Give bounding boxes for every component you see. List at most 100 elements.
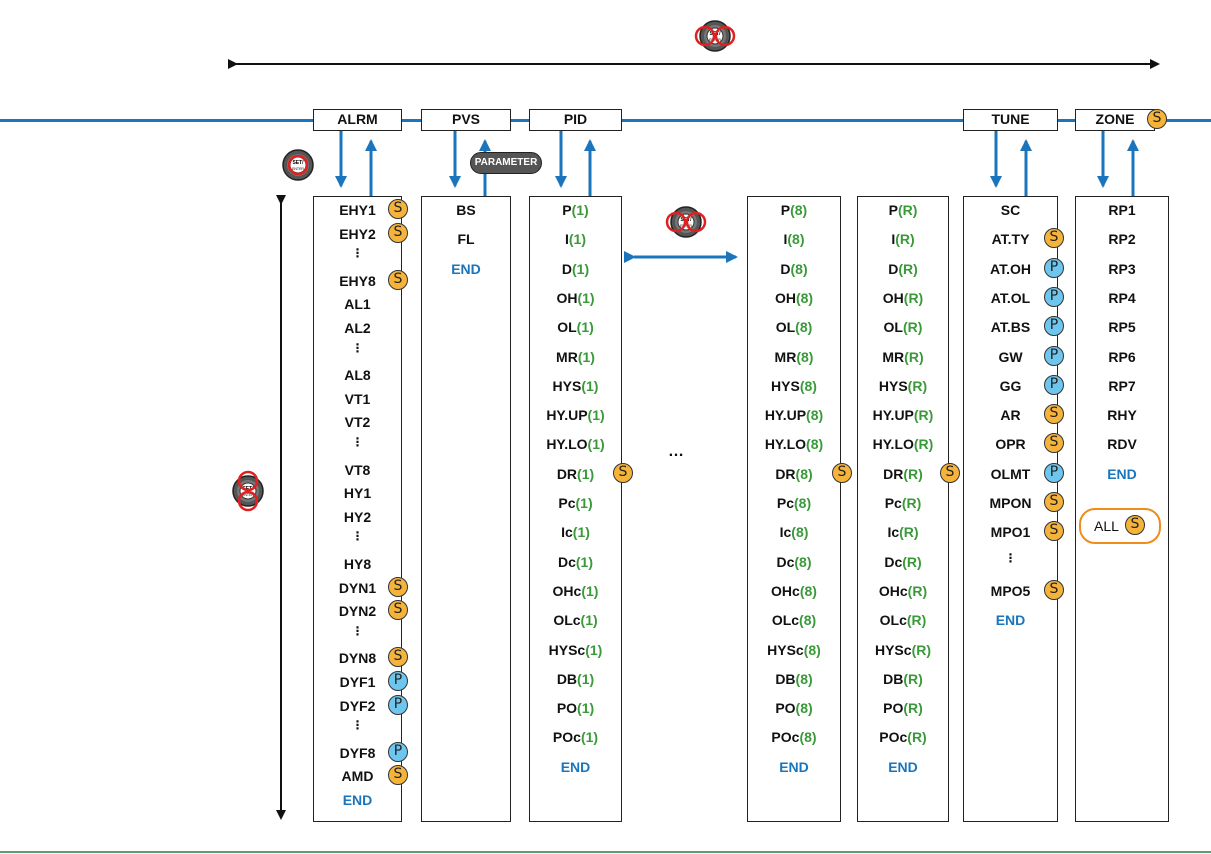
pid8-item[interactable]: HYSc(8) bbox=[748, 641, 840, 659]
pidr-item[interactable]: POc(R) bbox=[858, 728, 948, 746]
tune-item[interactable]: AT.BS bbox=[990, 319, 1031, 336]
header-alrm[interactable]: ALRM bbox=[313, 109, 402, 131]
pid1-item[interactable]: MR(1) bbox=[530, 348, 621, 366]
zone-item[interactable]: END bbox=[1107, 465, 1137, 482]
pidr-item[interactable]: HYSc(R) bbox=[858, 641, 948, 659]
pid1-item[interactable]: OHc(1) bbox=[530, 582, 621, 600]
alrm-item[interactable]: AL8 bbox=[344, 367, 371, 384]
zone-item[interactable]: RP5 bbox=[1108, 319, 1136, 336]
tune-item[interactable]: AT.TY bbox=[991, 231, 1030, 248]
alrm-item[interactable]: DYF2 bbox=[339, 697, 376, 714]
pid8-item[interactable]: OH(8) bbox=[748, 289, 840, 307]
zone-item[interactable]: RHY bbox=[1107, 407, 1137, 424]
header-pid[interactable]: PID bbox=[529, 109, 622, 131]
pid8-item[interactable]: HYS(8) bbox=[748, 377, 840, 395]
alrm-item[interactable]: DYN2 bbox=[338, 603, 377, 620]
pid8-item[interactable]: Dc(8) bbox=[748, 553, 840, 571]
pid1-end[interactable]: END bbox=[560, 758, 591, 775]
pidr-end[interactable]: END bbox=[888, 758, 918, 775]
pidr-item[interactable]: Dc(R) bbox=[858, 553, 948, 571]
pid1-item[interactable]: DR(1) bbox=[530, 465, 621, 483]
pid8-item[interactable]: MR(8) bbox=[748, 348, 840, 366]
alrm-item[interactable]: AL1 bbox=[344, 296, 371, 313]
pid1-item[interactable]: I(1) bbox=[530, 230, 621, 248]
tune-item[interactable]: OLMT bbox=[990, 465, 1031, 482]
pid1-item[interactable]: OLc(1) bbox=[530, 611, 621, 629]
pid1-item[interactable]: D(1) bbox=[530, 260, 621, 278]
zone-item[interactable]: RP3 bbox=[1108, 260, 1136, 277]
pid1-item[interactable]: P(1) bbox=[530, 201, 621, 219]
alrm-item[interactable]: EHY1 bbox=[339, 202, 376, 218]
pid1-item[interactable]: OH(1) bbox=[530, 289, 621, 307]
pidr-item[interactable]: HY.LO(R) bbox=[858, 435, 948, 453]
pid8-item[interactable]: OL(8) bbox=[748, 318, 840, 336]
tune-item[interactable]: AT.OH bbox=[990, 260, 1031, 277]
pid1-item[interactable]: POc(1) bbox=[530, 728, 621, 746]
tune-item[interactable]: SC bbox=[1000, 202, 1021, 218]
pid8-item[interactable]: HY.LO(8) bbox=[748, 435, 840, 453]
pid1-item[interactable]: PO(1) bbox=[530, 699, 621, 717]
pidr-item[interactable]: D(R) bbox=[858, 260, 948, 278]
zone-item[interactable]: RP4 bbox=[1108, 289, 1136, 306]
pid8-item[interactable]: PO(8) bbox=[748, 699, 840, 717]
pidr-item[interactable]: HY.UP(R) bbox=[858, 406, 948, 424]
pidr-item[interactable]: Ic(R) bbox=[858, 523, 948, 541]
pvs-item[interactable]: END bbox=[451, 260, 481, 277]
pidr-item[interactable]: OHc(R) bbox=[858, 582, 948, 600]
pid8-item[interactable]: OHc(8) bbox=[748, 582, 840, 600]
pid1-item[interactable]: HYSc(1) bbox=[530, 641, 621, 659]
pid8-item[interactable]: D(8) bbox=[748, 260, 840, 278]
tune-item[interactable]: END bbox=[995, 612, 1026, 629]
tune-item[interactable]: MPON bbox=[989, 495, 1032, 511]
pidr-item[interactable]: PO(R) bbox=[858, 699, 948, 717]
alrm-item[interactable]: DYF1 bbox=[339, 674, 376, 690]
pid8-item[interactable]: P(8) bbox=[748, 201, 840, 219]
pid1-item[interactable]: Pc(1) bbox=[530, 494, 621, 512]
pid1-item[interactable]: DB(1) bbox=[530, 670, 621, 688]
header-pvs[interactable]: PVS bbox=[421, 109, 511, 131]
header-tune[interactable]: TUNE bbox=[963, 109, 1058, 131]
pid8-item[interactable]: Pc(8) bbox=[748, 494, 840, 512]
alrm-item[interactable]: DYN8 bbox=[338, 650, 377, 667]
pid8-item[interactable]: POc(8) bbox=[748, 728, 840, 746]
alrm-item[interactable]: END bbox=[342, 792, 373, 808]
pid1-item[interactable]: HYS(1) bbox=[530, 377, 621, 395]
zone-item[interactable]: RP2 bbox=[1108, 231, 1136, 248]
alrm-item[interactable]: AL2 bbox=[344, 320, 371, 336]
pidr-item[interactable]: HYS(R) bbox=[858, 377, 948, 395]
pidr-item[interactable]: OL(R) bbox=[858, 318, 948, 336]
pidr-item[interactable]: DB(R) bbox=[858, 670, 948, 688]
all-option[interactable]: ALL S bbox=[1079, 508, 1161, 544]
pid8-item[interactable]: HY.UP(8) bbox=[748, 406, 840, 424]
zone-item[interactable]: RP6 bbox=[1108, 348, 1136, 365]
pid8-end[interactable]: END bbox=[779, 758, 809, 775]
pid8-item[interactable]: Ic(8) bbox=[748, 523, 840, 541]
alrm-item[interactable]: EHY2 bbox=[339, 225, 376, 242]
pid1-item[interactable]: Dc(1) bbox=[530, 553, 621, 571]
pidr-item[interactable]: I(R) bbox=[858, 230, 948, 248]
alrm-item[interactable]: HY2 bbox=[343, 508, 372, 525]
header-zone[interactable]: ZONE bbox=[1075, 109, 1155, 131]
pid1-item[interactable]: HY.LO(1) bbox=[530, 435, 621, 453]
tune-item[interactable]: AT.OL bbox=[990, 289, 1031, 306]
pvs-item[interactable]: FL bbox=[457, 231, 475, 248]
zone-item[interactable]: RP1 bbox=[1108, 202, 1136, 218]
pidr-item[interactable]: P(R) bbox=[858, 201, 948, 219]
alrm-item[interactable]: VT1 bbox=[344, 390, 371, 407]
alrm-item[interactable]: HY8 bbox=[343, 556, 372, 572]
alrm-item[interactable]: VT8 bbox=[344, 461, 371, 478]
pid1-item[interactable]: Ic(1) bbox=[530, 523, 621, 541]
parameter-button[interactable]: PARAMETER bbox=[470, 152, 542, 174]
pidr-item[interactable]: OLc(R) bbox=[858, 611, 948, 629]
tune-item[interactable]: MPO1 bbox=[990, 524, 1031, 541]
pid8-item[interactable]: DR(8) bbox=[748, 465, 840, 483]
alrm-item[interactable]: DYF8 bbox=[339, 744, 376, 761]
pid1-item[interactable]: OL(1) bbox=[530, 318, 621, 336]
tune-item[interactable]: AR bbox=[1000, 407, 1021, 424]
tune-item[interactable]: GG bbox=[999, 377, 1022, 394]
zone-item[interactable]: RP7 bbox=[1108, 377, 1136, 394]
pidr-item[interactable]: OH(R) bbox=[858, 289, 948, 307]
pid8-item[interactable]: OLc(8) bbox=[748, 611, 840, 629]
alrm-item[interactable]: DYN1 bbox=[338, 579, 377, 596]
pidr-item[interactable]: Pc(R) bbox=[858, 494, 948, 512]
